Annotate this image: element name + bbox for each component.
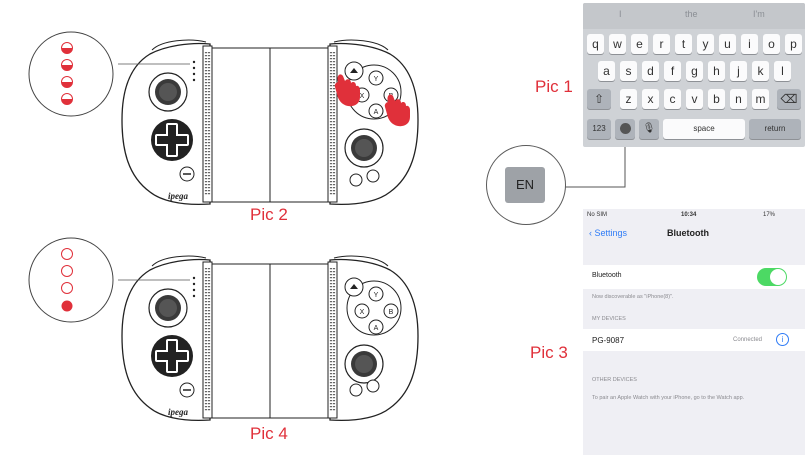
key-c[interactable]: c (664, 89, 681, 109)
key-h[interactable]: h (708, 61, 725, 81)
pic4-label: Pic 4 (250, 424, 288, 443)
key-y[interactable]: y (697, 34, 714, 54)
key-n[interactable]: n (730, 89, 747, 109)
my-devices-header: MY DEVICES (592, 316, 626, 322)
space-key[interactable]: space (663, 119, 745, 139)
device-name: PG-9087 (592, 336, 625, 345)
bluetooth-settings-screen: No SIM 10:34 17% ‹ Settings Bluetooth Bl… (583, 209, 805, 455)
backspace-key[interactable]: ⌫ (777, 89, 801, 109)
controller-pic2: ipega Y X B A (118, 38, 420, 206)
key-o[interactable]: o (763, 34, 780, 54)
key-u[interactable]: u (719, 34, 736, 54)
bluetooth-label: Bluetooth (592, 272, 622, 279)
key-t[interactable]: t (675, 34, 692, 54)
key-j[interactable]: j (730, 61, 747, 81)
key-i[interactable]: i (741, 34, 758, 54)
key-l[interactable]: l (774, 61, 791, 81)
page-title: Bluetooth (667, 228, 709, 238)
other-devices-header: OTHER DEVICES (592, 377, 637, 383)
svg-text:ipega: ipega (168, 191, 188, 201)
chevron-left-icon: ‹ (589, 228, 595, 238)
key-s[interactable]: s (620, 61, 637, 81)
key-w[interactable]: w (609, 34, 626, 54)
svg-text:X: X (360, 309, 365, 316)
controller-pic4: ipega Y X B A (118, 254, 420, 422)
key-q[interactable]: q (587, 34, 604, 54)
battery-status: 17% (763, 212, 776, 218)
device-row[interactable]: PG-9087 Connected i (583, 329, 805, 351)
key-v[interactable]: v (686, 89, 703, 109)
key-f[interactable]: f (664, 61, 681, 81)
key-e[interactable]: e (631, 34, 648, 54)
connector-line (563, 131, 626, 188)
svg-text:ipega: ipega (168, 407, 188, 417)
led-indicator-pic2 (28, 31, 114, 117)
status-time: 10:34 (681, 212, 697, 218)
return-key[interactable]: return (749, 119, 801, 139)
back-button[interactable]: ‹ Settings (589, 228, 628, 238)
bluetooth-toggle[interactable] (757, 268, 787, 286)
discoverable-note: Now discoverable as "iPhone(8)". (592, 294, 674, 300)
key-x[interactable]: x (642, 89, 659, 109)
suggestion-item[interactable]: the (685, 9, 698, 19)
key-a[interactable]: a (598, 61, 615, 81)
dpad-icon (151, 119, 193, 161)
key-d[interactable]: d (642, 61, 659, 81)
key-p[interactable]: p (785, 34, 802, 54)
pic2-label: Pic 2 (250, 205, 288, 224)
en-key[interactable]: EN (505, 167, 545, 203)
device-status: Connected (733, 337, 763, 343)
key-m[interactable]: m (752, 89, 769, 109)
svg-text:A: A (374, 109, 379, 116)
suggestion-item[interactable]: I (619, 9, 622, 19)
shift-key[interactable]: ⇧ (587, 89, 611, 109)
pic3-label: Pic 3 (530, 343, 568, 362)
key-k[interactable]: k (752, 61, 769, 81)
svg-text:Y: Y (374, 292, 379, 299)
suggestion-bar: I the I'm (583, 3, 805, 29)
key-z[interactable]: z (620, 89, 637, 109)
suggestion-item[interactable]: I'm (753, 9, 765, 19)
svg-text:A: A (374, 325, 379, 332)
svg-text:Y: Y (374, 76, 379, 83)
svg-text:B: B (389, 309, 394, 316)
svg-text:X: X (360, 93, 365, 100)
left-stick-icon (148, 72, 188, 112)
key-g[interactable]: g (686, 61, 703, 81)
ios-keyboard: I the I'm q w e r t y u i o p a s d f g … (583, 3, 805, 147)
key-b[interactable]: b (708, 89, 725, 109)
footer-note: To pair an Apple Watch with your iPhone,… (592, 395, 745, 401)
pic1-label: Pic 1 (535, 77, 573, 96)
key-r[interactable]: r (653, 34, 670, 54)
globe-key-icon[interactable] (615, 119, 635, 139)
microphone-icon[interactable]: 🎙 (639, 119, 659, 139)
led-indicator-pic4 (28, 237, 114, 323)
carrier-status: No SIM (587, 212, 608, 218)
info-icon[interactable]: i (776, 333, 789, 346)
numbers-key[interactable]: 123 (587, 119, 611, 139)
